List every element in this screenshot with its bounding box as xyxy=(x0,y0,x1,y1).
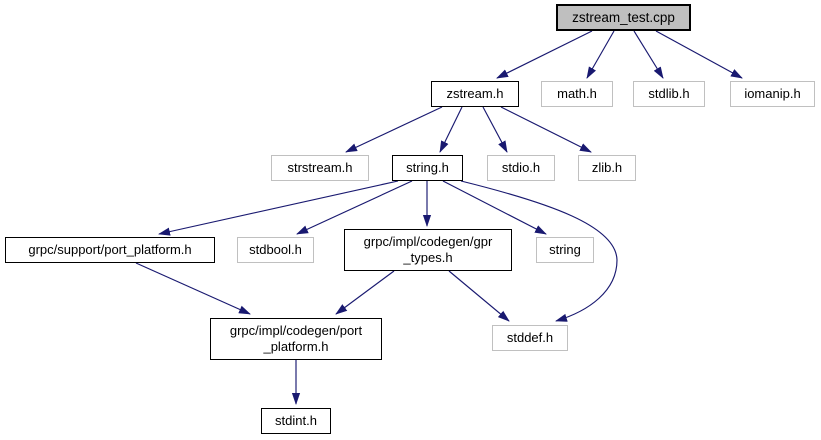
edge-grpc-impl-codegen-gpr-types-h-to-stddef-h xyxy=(448,270,510,322)
node-label-line-1: grpc/impl/codegen/gpr xyxy=(363,234,493,249)
node-label-line-1: grpc/impl/codegen/port xyxy=(229,323,363,338)
node-label: string.h xyxy=(406,160,449,175)
node-label-line-2: _platform.h xyxy=(263,339,329,354)
node-label: zlib.h xyxy=(591,160,623,175)
node-stdio-h: stdio.h xyxy=(487,155,555,181)
node-label: zstream.h xyxy=(446,86,504,101)
edge-zstream-h-to-strstream-h xyxy=(345,106,443,153)
node-grpc-impl-codegen-gpr-types-h[interactable]: grpc/impl/codegen/gpr _types.h xyxy=(344,229,512,271)
node-label: math.h xyxy=(557,86,597,101)
edge-zstream-test-cpp-to-stdlib-h xyxy=(633,30,664,79)
node-math-h: math.h xyxy=(541,81,613,107)
edge-string-h-to-grpc-support-port-platform-h xyxy=(158,180,399,236)
node-string-h[interactable]: string.h xyxy=(392,155,463,181)
edge-grpc-impl-codegen-gpr-types-h-to-grpc-impl-codegen-port-platform-h xyxy=(335,270,395,315)
node-label: grpc/support/port_platform.h xyxy=(28,242,192,257)
node-string: string xyxy=(536,237,594,263)
edge-zstream-h-to-zlib-h xyxy=(500,106,592,153)
edge-zstream-test-cpp-to-math-h xyxy=(586,30,615,79)
node-grpc-support-port-platform-h[interactable]: grpc/support/port_platform.h xyxy=(5,237,215,263)
node-label: stddef.h xyxy=(506,330,554,345)
node-grpc-impl-codegen-port-platform-h[interactable]: grpc/impl/codegen/port _platform.h xyxy=(210,318,382,360)
edge-string-h-to-stddef-h xyxy=(460,180,618,322)
edge-string-h-to-stdbool-h xyxy=(296,180,413,235)
node-zstream-h[interactable]: zstream.h xyxy=(431,81,519,107)
node-stdbool-h: stdbool.h xyxy=(237,237,314,263)
node-label: strstream.h xyxy=(287,160,353,175)
node-stdint-h[interactable]: stdint.h xyxy=(261,408,331,434)
node-strstream-h: strstream.h xyxy=(271,155,369,181)
node-label: stdio.h xyxy=(501,160,541,175)
node-label: stdint.h xyxy=(275,413,317,428)
node-stdlib-h: stdlib.h xyxy=(633,81,705,107)
edge-string-h-to-string xyxy=(442,180,547,235)
node-zlib-h: zlib.h xyxy=(578,155,636,181)
edge-grpc-support-port-platform-h-to-grpc-impl-codegen-port-platform-h xyxy=(135,262,251,315)
edge-zstream-test-cpp-to-iomanip-h xyxy=(655,30,743,79)
node-zstream-test-cpp: zstream_test.cpp xyxy=(556,4,691,31)
node-label: iomanip.h xyxy=(744,86,801,101)
node-stddef-h: stddef.h xyxy=(492,325,568,351)
node-label-line-2: _types.h xyxy=(403,250,453,265)
node-label: stdbool.h xyxy=(249,242,302,257)
edge-zstream-test-cpp-to-zstream-h xyxy=(496,30,593,79)
edge-zstream-h-to-stdio-h xyxy=(482,106,508,153)
node-iomanip-h: iomanip.h xyxy=(730,81,815,107)
node-label: string xyxy=(549,242,581,257)
edge-zstream-h-to-string-h xyxy=(439,106,463,153)
node-label: stdlib.h xyxy=(648,86,690,101)
node-label: zstream_test.cpp xyxy=(572,9,675,25)
